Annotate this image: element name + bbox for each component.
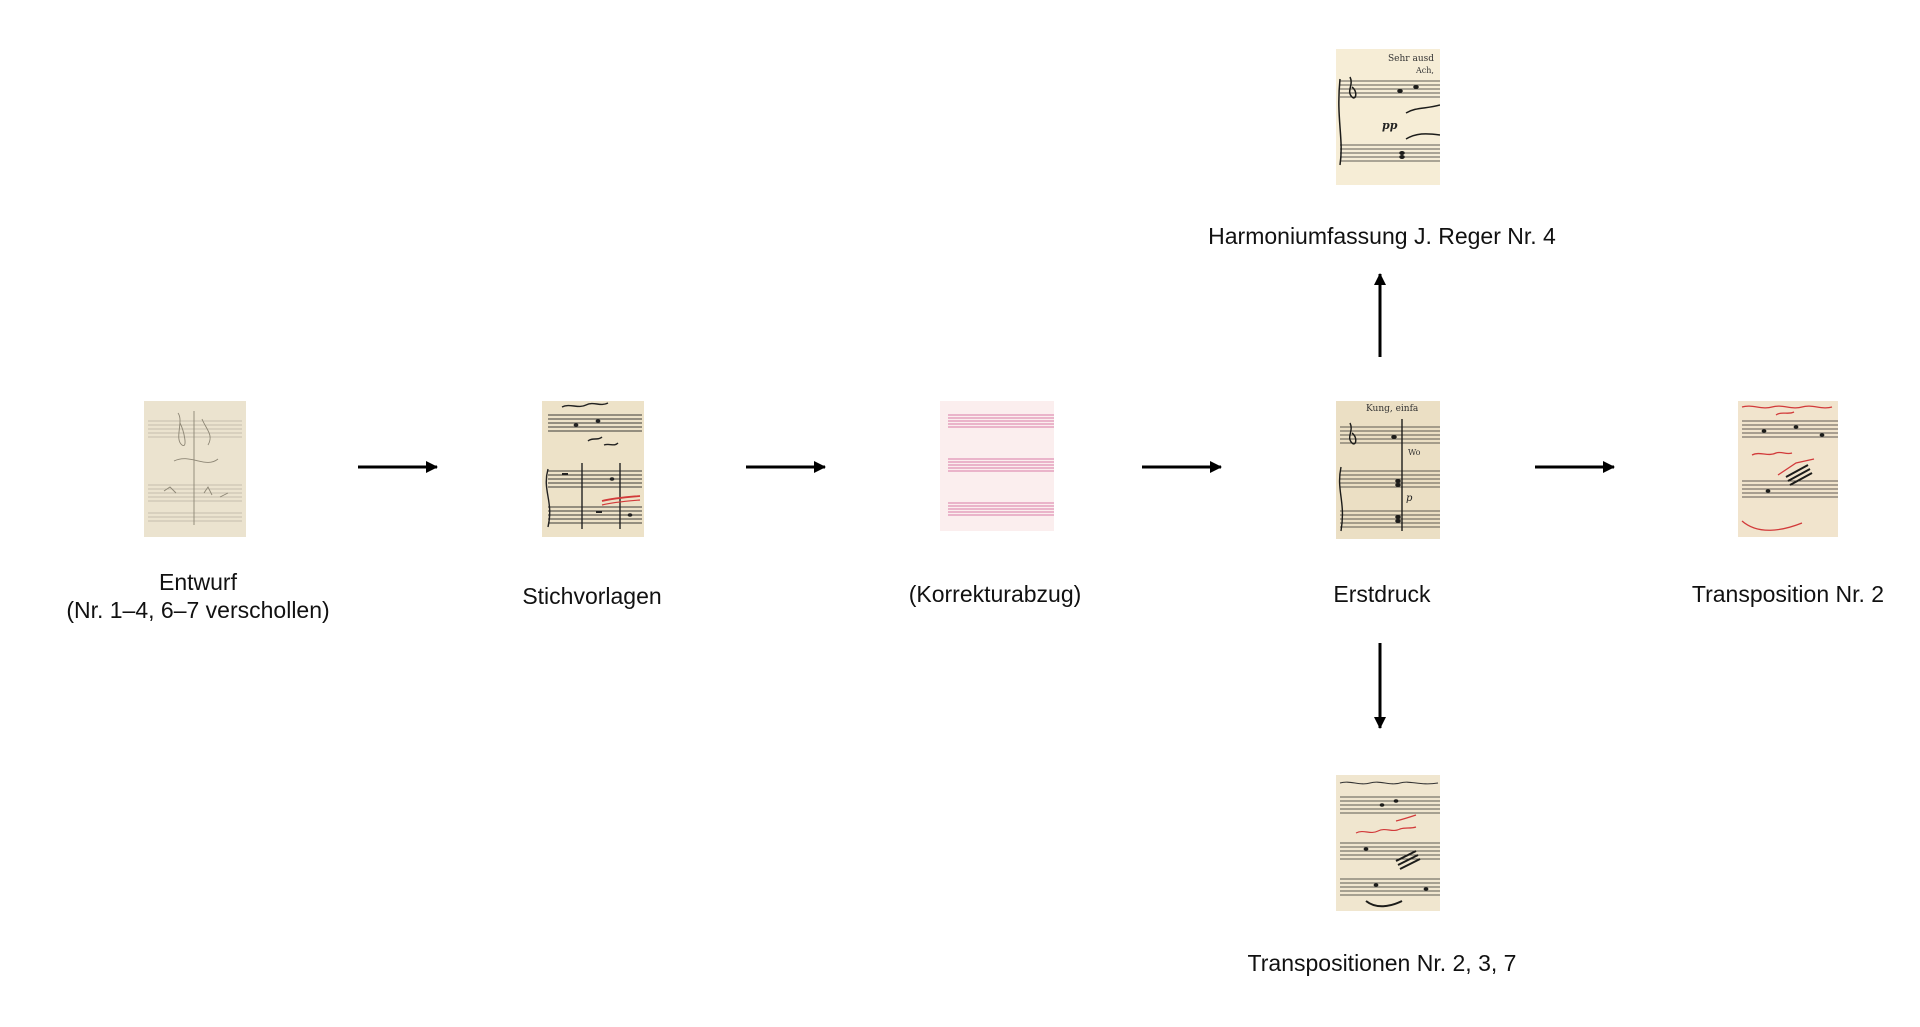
erstdruck-thumbnail: Kung, einfa Wo bbox=[1336, 401, 1440, 539]
entwurf-label: Entwurf (Nr. 1–4, 6–7 verschollen) bbox=[0, 568, 418, 624]
erstdruck-dynamic-mark: p bbox=[1406, 493, 1413, 504]
korrekturabzug-placeholder-image bbox=[940, 401, 1054, 531]
erstdruck-label: Erstdruck bbox=[1333, 581, 1431, 607]
erstdruck-thumb-text2: Wo bbox=[1408, 448, 1421, 457]
entwurf-label-note: (Nr. 1–4, 6–7 verschollen) bbox=[66, 597, 330, 623]
stichvorlagen-thumbnail bbox=[542, 401, 644, 537]
harmonium-thumb-text2: Ach, bbox=[1415, 66, 1434, 75]
entwurf-thumbnail bbox=[144, 401, 246, 537]
entwurf-label-title: Entwurf bbox=[159, 569, 237, 595]
transposition-manuscript-image bbox=[1738, 401, 1838, 537]
transposition-thumbnail bbox=[1738, 401, 1838, 537]
transpositionen-manuscript-image bbox=[1336, 775, 1440, 911]
harmonium-thumbnail: Sehr ausd Ach, pp bbox=[1336, 49, 1440, 185]
stichvorlagen-label: Stichvorlagen bbox=[522, 583, 662, 609]
harmonium-print-image: Sehr ausd Ach, pp bbox=[1336, 49, 1440, 185]
entwurf-manuscript-image bbox=[144, 401, 246, 537]
korrekturabzug-thumbnail bbox=[940, 401, 1054, 531]
transposition-label: Transposition Nr. 2 bbox=[1691, 581, 1885, 607]
harmonium-thumb-text1: Sehr ausd bbox=[1388, 54, 1434, 64]
harmonium-dynamic-mark: pp bbox=[1382, 119, 1398, 132]
erstdruck-print-image: Kung, einfa Wo bbox=[1336, 401, 1440, 539]
erstdruck-thumb-text1: Kung, einfa bbox=[1366, 404, 1419, 414]
transpositionen-thumbnail bbox=[1336, 775, 1440, 911]
stichvorlagen-manuscript-image bbox=[542, 401, 644, 537]
transpositionen-label: Transpositionen Nr. 2, 3, 7 bbox=[1247, 950, 1517, 976]
korrekturabzug-label: (Korrekturabzug) bbox=[908, 581, 1082, 607]
harmonium-label: Harmoniumfassung J. Reger Nr. 4 bbox=[1208, 223, 1556, 249]
